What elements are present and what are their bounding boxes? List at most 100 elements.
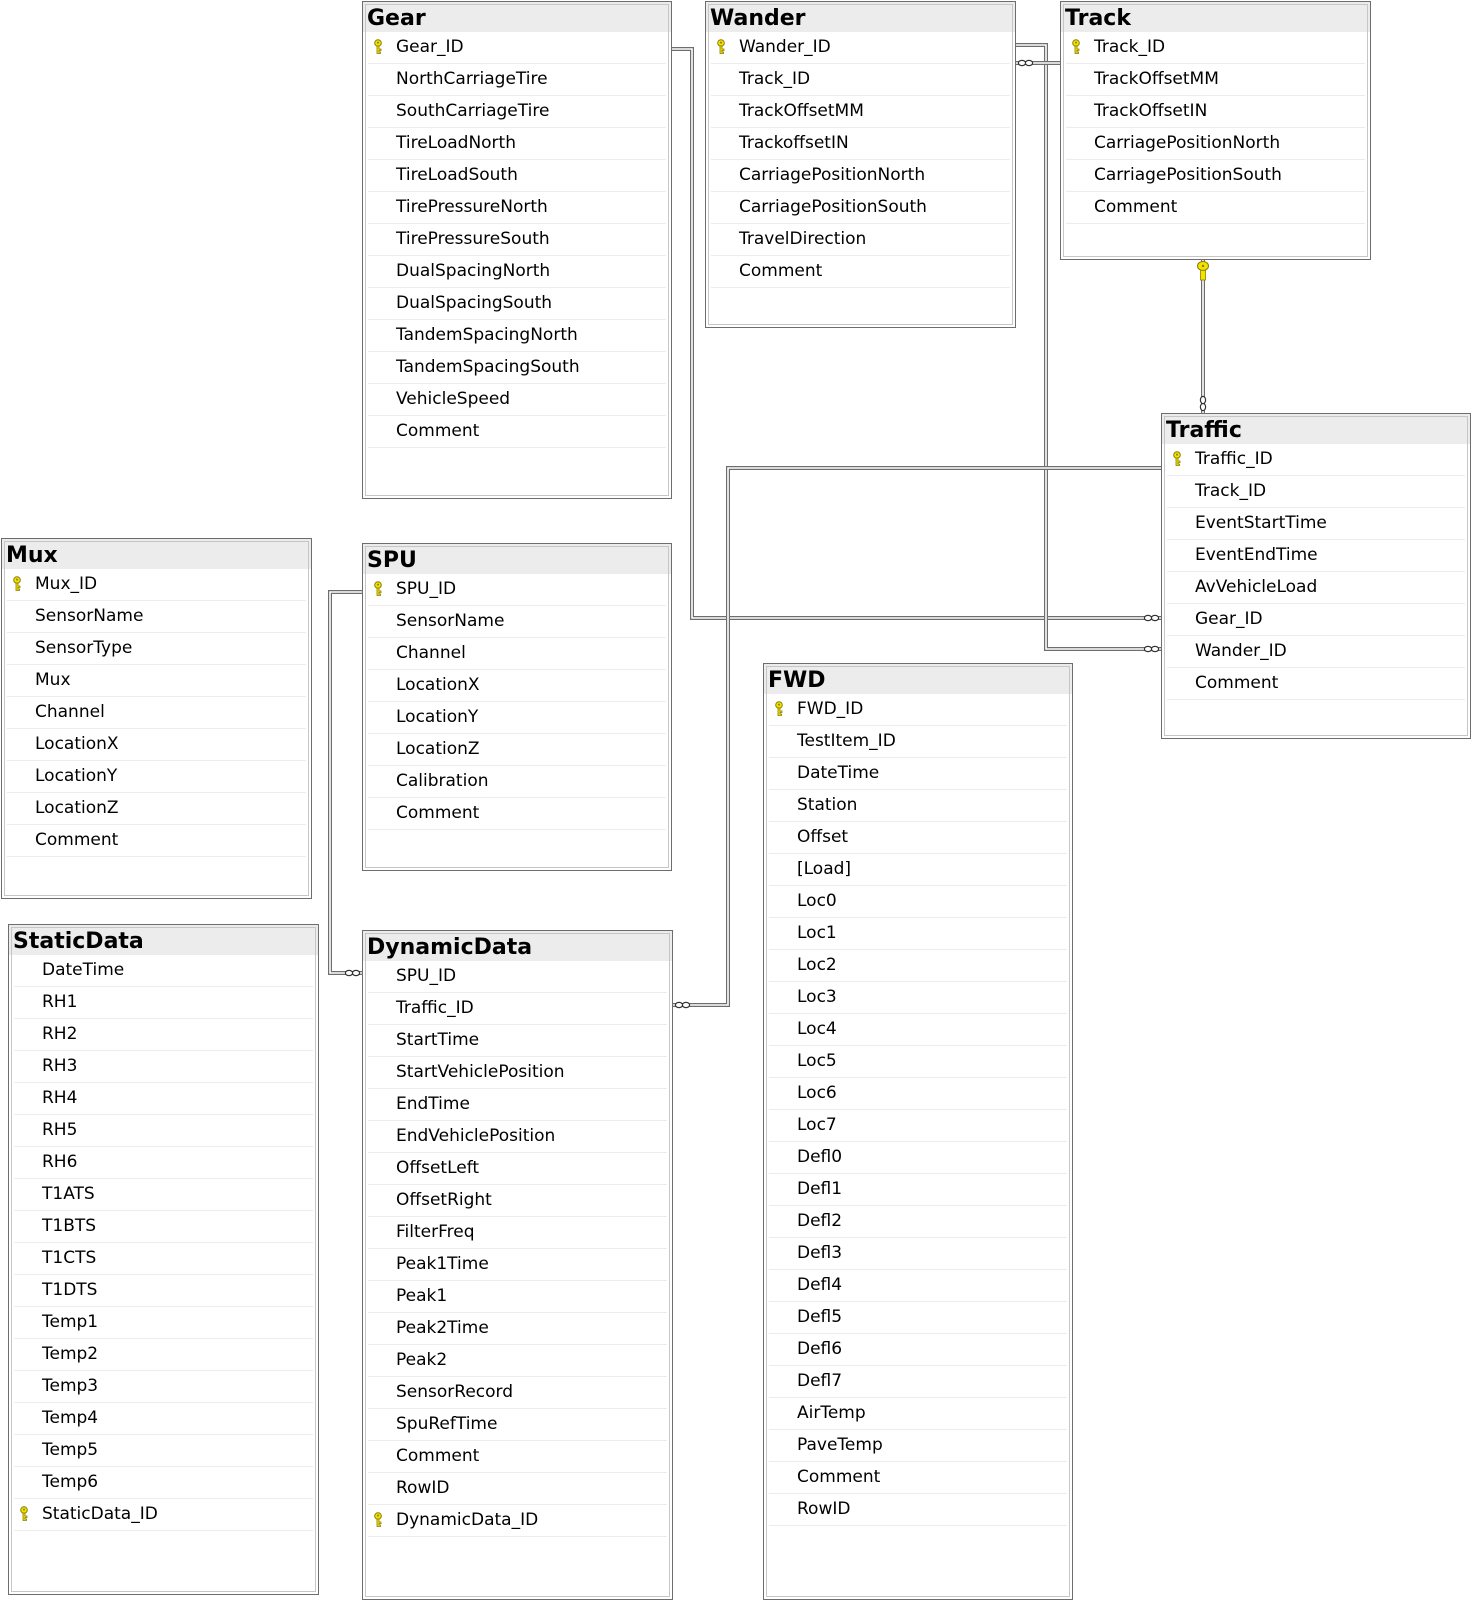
column-row[interactable]: FilterFreq	[368, 1217, 667, 1249]
table-title[interactable]: FWD	[764, 664, 1072, 694]
table-title[interactable]: StaticData	[9, 925, 318, 955]
table-title[interactable]: SPU	[363, 544, 671, 574]
column-row[interactable]: EventStartTime	[1167, 508, 1465, 540]
column-row[interactable]: DualSpacingNorth	[368, 256, 666, 288]
column-row[interactable]: Comment	[1066, 192, 1365, 224]
column-row[interactable]: LocationZ	[368, 734, 666, 766]
column-row[interactable]: RH1	[14, 987, 313, 1019]
column-row[interactable]: CarriagePositionSouth	[1066, 160, 1365, 192]
column-row[interactable]: Defl0	[769, 1142, 1067, 1174]
column-row[interactable]: Loc0	[769, 886, 1067, 918]
column-row[interactable]: Temp3	[14, 1371, 313, 1403]
column-row[interactable]: AirTemp	[769, 1398, 1067, 1430]
column-row[interactable]: T1CTS	[14, 1243, 313, 1275]
column-row[interactable]: SpuRefTime	[368, 1409, 667, 1441]
column-row[interactable]: Defl7	[769, 1366, 1067, 1398]
column-row[interactable]: SensorRecord	[368, 1377, 667, 1409]
column-row[interactable]: Comment	[7, 825, 306, 857]
column-row[interactable]: Station	[769, 790, 1067, 822]
column-row[interactable]: TravelDirection	[711, 224, 1010, 256]
column-row[interactable]: Defl6	[769, 1334, 1067, 1366]
column-row[interactable]: Offset	[769, 822, 1067, 854]
column-row[interactable]: Comment	[368, 798, 666, 830]
column-row[interactable]: Peak2	[368, 1345, 667, 1377]
column-row[interactable]: CarriagePositionSouth	[711, 192, 1010, 224]
column-row[interactable]: RH4	[14, 1083, 313, 1115]
column-row[interactable]: DualSpacingSouth	[368, 288, 666, 320]
column-row[interactable]: Loc5	[769, 1046, 1067, 1078]
column-row[interactable]: TrackoffsetIN	[711, 128, 1010, 160]
column-row[interactable]: Peak1Time	[368, 1249, 667, 1281]
primary-key-column[interactable]: Track_ID	[1066, 32, 1365, 64]
column-row[interactable]: CarriagePositionNorth	[1066, 128, 1365, 160]
column-row[interactable]: Track_ID	[1167, 476, 1465, 508]
column-row[interactable]: Peak1	[368, 1281, 667, 1313]
column-row[interactable]: Loc2	[769, 950, 1067, 982]
column-row[interactable]: StartTime	[368, 1025, 667, 1057]
primary-key-column[interactable]: Mux_ID	[7, 569, 306, 601]
column-row[interactable]: LocationZ	[7, 793, 306, 825]
column-row[interactable]: Loc4	[769, 1014, 1067, 1046]
column-row[interactable]: RowID	[769, 1494, 1067, 1526]
column-row[interactable]: SensorName	[7, 601, 306, 633]
table-title[interactable]: Gear	[363, 2, 671, 32]
primary-key-column[interactable]: Traffic_ID	[1167, 444, 1465, 476]
column-row[interactable]: NorthCarriageTire	[368, 64, 666, 96]
column-row[interactable]: DateTime	[14, 955, 313, 987]
column-row[interactable]: RH6	[14, 1147, 313, 1179]
column-row[interactable]: Channel	[368, 638, 666, 670]
column-row[interactable]: [Load]	[769, 854, 1067, 886]
column-row[interactable]: RH2	[14, 1019, 313, 1051]
column-row[interactable]: LocationX	[7, 729, 306, 761]
column-row[interactable]: Comment	[711, 256, 1010, 288]
column-row[interactable]: SouthCarriageTire	[368, 96, 666, 128]
column-row[interactable]: CarriagePositionNorth	[711, 160, 1010, 192]
column-row[interactable]: VehicleSpeed	[368, 384, 666, 416]
column-row[interactable]: OffsetLeft	[368, 1153, 667, 1185]
column-row[interactable]: Comment	[368, 1441, 667, 1473]
column-row[interactable]: Temp1	[14, 1307, 313, 1339]
column-row[interactable]: TireLoadNorth	[368, 128, 666, 160]
column-row[interactable]: TirePressureSouth	[368, 224, 666, 256]
column-row[interactable]: RowID	[368, 1473, 667, 1505]
column-row[interactable]: Temp2	[14, 1339, 313, 1371]
column-row[interactable]: StartVehiclePosition	[368, 1057, 667, 1089]
column-row[interactable]: Temp6	[14, 1467, 313, 1499]
column-row[interactable]: Wander_ID	[1167, 636, 1465, 668]
column-row[interactable]: TandemSpacingNorth	[368, 320, 666, 352]
primary-key-column[interactable]: DynamicData_ID	[368, 1505, 667, 1537]
column-row[interactable]: Traffic_ID	[368, 993, 667, 1025]
column-row[interactable]: Defl2	[769, 1206, 1067, 1238]
primary-key-column[interactable]: FWD_ID	[769, 694, 1067, 726]
column-row[interactable]: Loc3	[769, 982, 1067, 1014]
column-row[interactable]: T1DTS	[14, 1275, 313, 1307]
column-row[interactable]: Temp5	[14, 1435, 313, 1467]
table-title[interactable]: Mux	[2, 539, 311, 569]
column-row[interactable]: Loc7	[769, 1110, 1067, 1142]
column-row[interactable]: Track_ID	[711, 64, 1010, 96]
primary-key-column[interactable]: Wander_ID	[711, 32, 1010, 64]
table-title[interactable]: Track	[1061, 2, 1370, 32]
column-row[interactable]: T1ATS	[14, 1179, 313, 1211]
column-row[interactable]: OffsetRight	[368, 1185, 667, 1217]
relationship-track-traffic[interactable]	[1197, 260, 1209, 413]
column-row[interactable]: TrackOffsetIN	[1066, 96, 1365, 128]
column-row[interactable]: T1BTS	[14, 1211, 313, 1243]
column-row[interactable]: EndTime	[368, 1089, 667, 1121]
column-row[interactable]: Loc1	[769, 918, 1067, 950]
column-row[interactable]: EventEndTime	[1167, 540, 1465, 572]
primary-key-column[interactable]: Gear_ID	[368, 32, 666, 64]
column-row[interactable]: LocationY	[7, 761, 306, 793]
column-row[interactable]: LocationX	[368, 670, 666, 702]
column-row[interactable]: Defl3	[769, 1238, 1067, 1270]
column-row[interactable]: TandemSpacingSouth	[368, 352, 666, 384]
column-row[interactable]: DateTime	[769, 758, 1067, 790]
column-row[interactable]: Loc6	[769, 1078, 1067, 1110]
table-title[interactable]: Wander	[706, 2, 1015, 32]
